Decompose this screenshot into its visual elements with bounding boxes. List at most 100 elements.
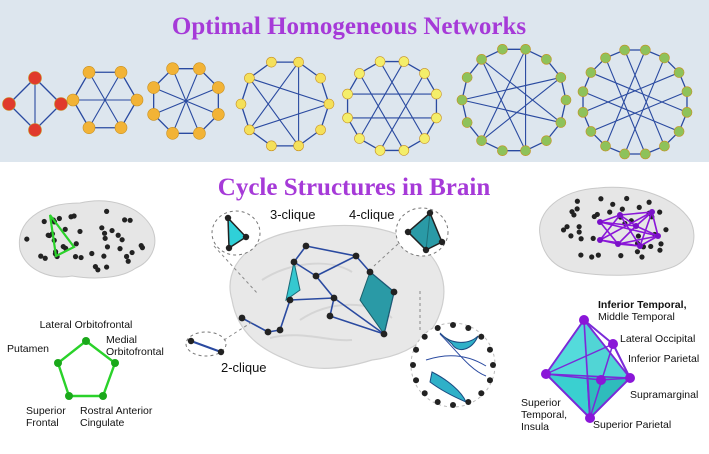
purple-clique-edge <box>617 235 659 245</box>
brain-node <box>38 253 44 259</box>
purple-clique-edge <box>619 211 653 216</box>
octa-edge <box>545 373 602 381</box>
network-node <box>520 145 531 156</box>
label-rostral-anterior-1: Rostral Anterior <box>80 405 153 417</box>
network-node <box>244 124 255 136</box>
brain-node <box>591 213 597 220</box>
octa-edge <box>583 319 614 345</box>
label-superior-temporal-1: Superior <box>521 397 561 409</box>
brain-node <box>45 232 51 238</box>
three-clique-label: 3-clique <box>270 207 316 222</box>
network-node <box>640 44 651 56</box>
network-8-nodes <box>147 62 225 140</box>
network-node <box>212 81 225 94</box>
purple-clique-node <box>617 212 623 218</box>
network-node <box>431 88 442 100</box>
purple-clique-edge <box>639 211 653 247</box>
pentagon-cycle <box>56 339 117 398</box>
brain-graph-edge <box>355 255 371 273</box>
brain-graph-node <box>366 268 374 276</box>
octa-node-lateral-occipital <box>608 339 618 349</box>
network-node <box>193 62 206 75</box>
brain-graph-edge <box>289 297 335 301</box>
octa-edge <box>545 343 614 375</box>
network-node <box>354 68 365 79</box>
network-node <box>166 127 179 140</box>
brain-graph-edge <box>333 297 385 335</box>
brain-node <box>115 232 121 238</box>
four-clique-node <box>426 209 434 217</box>
network-chord-edge <box>248 77 300 147</box>
network-chord-edge <box>379 73 426 151</box>
pentagon-node-rostral-anterior-cingulate <box>99 392 107 400</box>
ring-node <box>486 377 493 384</box>
brain-graph-edge <box>315 255 357 277</box>
network-chord-edge <box>249 77 330 105</box>
network-node <box>456 94 468 106</box>
brain-node <box>42 255 48 261</box>
network-node <box>342 88 353 100</box>
network-node <box>461 117 473 128</box>
network-chord-edge <box>481 49 527 141</box>
network-node <box>541 135 552 146</box>
brain-node <box>129 249 135 256</box>
brain-node <box>571 212 577 218</box>
network-node <box>293 56 304 68</box>
ring-node <box>465 325 472 332</box>
octa-face-top <box>544 318 632 379</box>
brain-node <box>41 218 47 225</box>
network-chord-edge <box>481 77 562 142</box>
purple-clique-edge <box>599 211 653 241</box>
brain-node <box>99 225 105 231</box>
purple-clique-edge <box>639 235 659 247</box>
network-node <box>619 148 630 160</box>
network-node <box>2 97 16 111</box>
network-node <box>659 52 670 64</box>
four-clique-node <box>404 228 412 236</box>
brain-node <box>607 209 613 215</box>
four-clique-node <box>438 238 446 246</box>
network-node <box>166 62 179 75</box>
brain-graph-edge <box>329 315 385 335</box>
label-superior-parietal: Superior Parietal <box>593 419 671 431</box>
brain-node <box>104 244 111 250</box>
left-brain-figure <box>18 200 156 279</box>
brain-node <box>648 243 654 250</box>
ring-node <box>486 346 493 353</box>
brain-graph-node <box>352 252 360 260</box>
brain-graph-edge <box>279 299 291 331</box>
right-brain-figure <box>539 186 695 276</box>
brain-node <box>635 233 641 239</box>
brain-node <box>127 217 133 223</box>
network-chord-edge <box>605 57 646 155</box>
brain-node <box>619 206 625 212</box>
purple-clique-edge <box>635 225 659 237</box>
brain-graph-edge <box>241 317 269 333</box>
purple-clique-edge <box>599 214 621 241</box>
network-node <box>235 98 247 110</box>
brain-node <box>568 233 574 239</box>
right-brain-nodes <box>560 195 669 260</box>
brain-node <box>578 252 584 258</box>
ring-clique-upper <box>439 332 479 351</box>
brain-graph-node <box>276 326 284 334</box>
brain-node <box>77 228 83 235</box>
network-chord-edge <box>88 72 122 128</box>
network-node <box>342 112 353 124</box>
network-node <box>619 44 630 56</box>
network-node <box>66 93 80 107</box>
brain-node <box>56 215 62 222</box>
brain-node <box>663 227 669 233</box>
ring-node <box>450 322 456 328</box>
label-lateral-occipital: Lateral Occipital <box>620 333 695 345</box>
brain-node <box>104 208 110 214</box>
ring-chords <box>425 333 487 377</box>
bottom-title: Cycle Structures in Brain <box>218 174 491 201</box>
left-brain-shape <box>18 200 156 279</box>
label-lateral-orbitofrontal: Lateral Orbitofrontal <box>40 319 133 331</box>
network-node <box>673 67 685 78</box>
brain-node <box>634 249 641 255</box>
purple-clique-edge <box>619 214 637 227</box>
purple-clique-edge <box>599 221 619 245</box>
label-supramarginal: Supramarginal <box>630 389 698 401</box>
